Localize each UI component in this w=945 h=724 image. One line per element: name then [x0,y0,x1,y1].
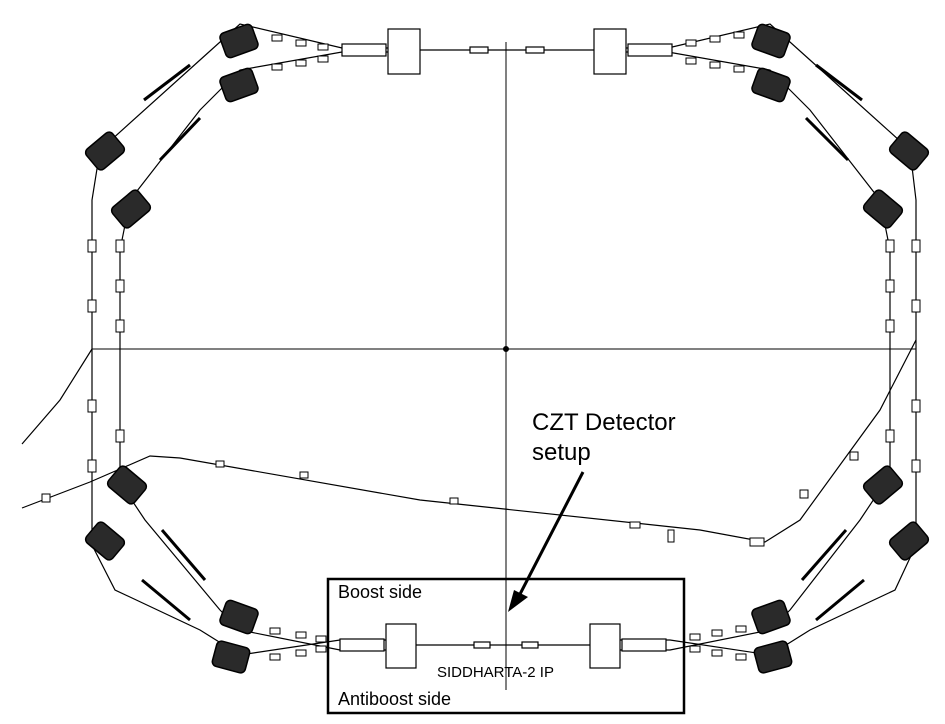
antiboost-side-label: Antiboost side [338,689,452,709]
top-straight-section [341,28,673,75]
detector-setup-label: CZT Detector setup [532,408,676,468]
detector-label-line1: CZT Detector [532,409,676,436]
ip-highlight-box [326,577,686,715]
interaction-point-label: SIDDHARTA-2 IP [437,664,554,681]
detector-arrow [508,471,585,612]
center-axes [92,42,916,690]
transfer-line [21,339,917,543]
dipole-magnets [84,23,930,674]
injection-line [21,348,93,445]
outer-ring-beamline [91,23,917,656]
focusing-sections [141,63,865,622]
beamline-elements [41,31,921,661]
boost-side-label: Boost side [338,582,423,602]
detector-label-line2: setup [532,439,591,466]
ip-straight-section [339,623,667,669]
